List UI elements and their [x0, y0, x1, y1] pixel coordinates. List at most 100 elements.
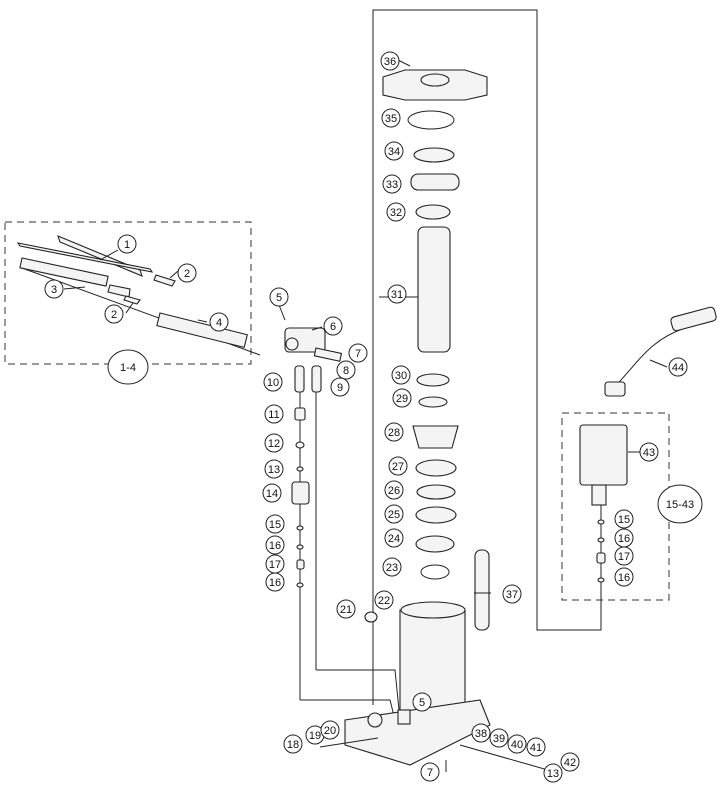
callout-36: 36: [380, 51, 400, 71]
callout-circle: [639, 442, 659, 462]
callout-number: 43: [643, 447, 655, 459]
callout-circle: [265, 554, 285, 574]
callout-circle: [502, 584, 522, 604]
callout-number: 37: [506, 589, 518, 601]
callout-42: 42: [560, 752, 580, 772]
callout-19: 19: [305, 725, 325, 745]
callout-16: 16: [265, 535, 285, 555]
callout-number: 9: [337, 382, 343, 394]
callout-13: 13: [264, 459, 284, 479]
callout-number: 1: [124, 239, 130, 251]
callout-11: 11: [264, 404, 284, 424]
callout-7: 7: [348, 343, 368, 363]
callout-circle: [104, 304, 124, 324]
callout-25: 25: [384, 504, 404, 524]
air-motor-kit-group-box: [561, 412, 670, 601]
callout-33: 33: [382, 174, 402, 194]
callout-number: 40: [511, 739, 523, 751]
callout-number: 7: [427, 767, 433, 779]
callout-7: 7: [420, 762, 440, 782]
callout-number: 31: [391, 289, 403, 301]
callout-number: 36: [384, 56, 396, 68]
pump-parts: [284, 327, 401, 721]
callout-circle: [320, 720, 340, 740]
callout-20: 20: [320, 720, 340, 740]
callout-number: 6: [330, 321, 336, 333]
callout-circle: [264, 459, 284, 479]
callout-number: 34: [388, 146, 400, 158]
callout-number: 23: [386, 562, 398, 574]
callout-number: 4: [216, 317, 222, 329]
callout-circle: [264, 404, 284, 424]
callout-number: 27: [392, 461, 404, 473]
callout-29: 29: [392, 388, 412, 408]
callout-number: 29: [396, 393, 408, 405]
callout-30: 30: [391, 365, 411, 385]
callout-38: 38: [471, 723, 491, 743]
callout-number: 20: [324, 725, 336, 737]
callout-number: 42: [564, 757, 576, 769]
callout-circle: [374, 590, 394, 610]
callout-16: 16: [614, 567, 634, 587]
callout-circle: [348, 343, 368, 363]
callout-circle: [264, 433, 284, 453]
callout-37: 37: [502, 584, 522, 604]
air-motor: [579, 306, 717, 600]
callout-34: 34: [384, 141, 404, 161]
callout-number: 11: [268, 409, 279, 421]
callout-number: 41: [530, 742, 542, 754]
callout-number: 39: [493, 733, 505, 745]
callout-number: 16: [269, 577, 281, 589]
callout-number: 30: [395, 370, 407, 382]
callout-circle: [392, 388, 412, 408]
callout-circle: [382, 174, 402, 194]
callout-circle: [44, 279, 64, 299]
callout-circle: [381, 108, 401, 128]
callout-2: 2: [177, 263, 197, 283]
callout-9: 9: [330, 377, 350, 397]
callout-circle: [283, 734, 303, 754]
svg-text:1-4: 1-4: [120, 362, 136, 374]
callout-number: 8: [343, 365, 349, 377]
callout-number: 7: [355, 348, 361, 360]
callout-circle: [543, 763, 563, 783]
callout-number: 16: [618, 572, 630, 584]
callout-circle: [384, 528, 404, 548]
callout-number: 5: [419, 697, 425, 709]
callout-32: 32: [386, 202, 406, 222]
callout-number: 18: [287, 739, 299, 751]
callout-number: 35: [385, 113, 397, 125]
callout-26: 26: [384, 480, 404, 500]
callout-circle: [384, 504, 404, 524]
callout-27: 27: [388, 456, 408, 476]
callout-number: 5: [276, 292, 282, 304]
callout-number: 3: [51, 284, 57, 296]
callout-44: 44: [668, 357, 688, 377]
callout-number: 25: [388, 509, 400, 521]
callout-6: 6: [323, 316, 343, 336]
callout-number: 2: [111, 309, 117, 321]
callout-circle: [614, 567, 634, 587]
assembly-frame-line: [372, 9, 602, 705]
callout-28: 28: [384, 422, 404, 442]
callout-40: 40: [507, 734, 527, 754]
callout-number: 22: [378, 595, 390, 607]
callout-5: 5: [269, 287, 289, 307]
callout-circle: [177, 263, 197, 283]
callout-number: 38: [475, 728, 487, 740]
callout-number: 10: [267, 377, 279, 389]
callout-43: 43: [639, 442, 659, 462]
callout-circle: [668, 357, 688, 377]
callout-number: 19: [309, 730, 321, 742]
callout-circle: [382, 557, 402, 577]
callout-circle: [471, 723, 491, 743]
callout-31: 31: [387, 284, 407, 304]
callout-17: 17: [265, 554, 285, 574]
callout-15: 15: [614, 509, 634, 529]
callout-circle: [209, 312, 229, 332]
callout-number: 21: [340, 604, 352, 616]
callout-12: 12: [264, 433, 284, 453]
callout-circle: [117, 234, 137, 254]
callout-circle: [384, 480, 404, 500]
callout-circle: [386, 202, 406, 222]
